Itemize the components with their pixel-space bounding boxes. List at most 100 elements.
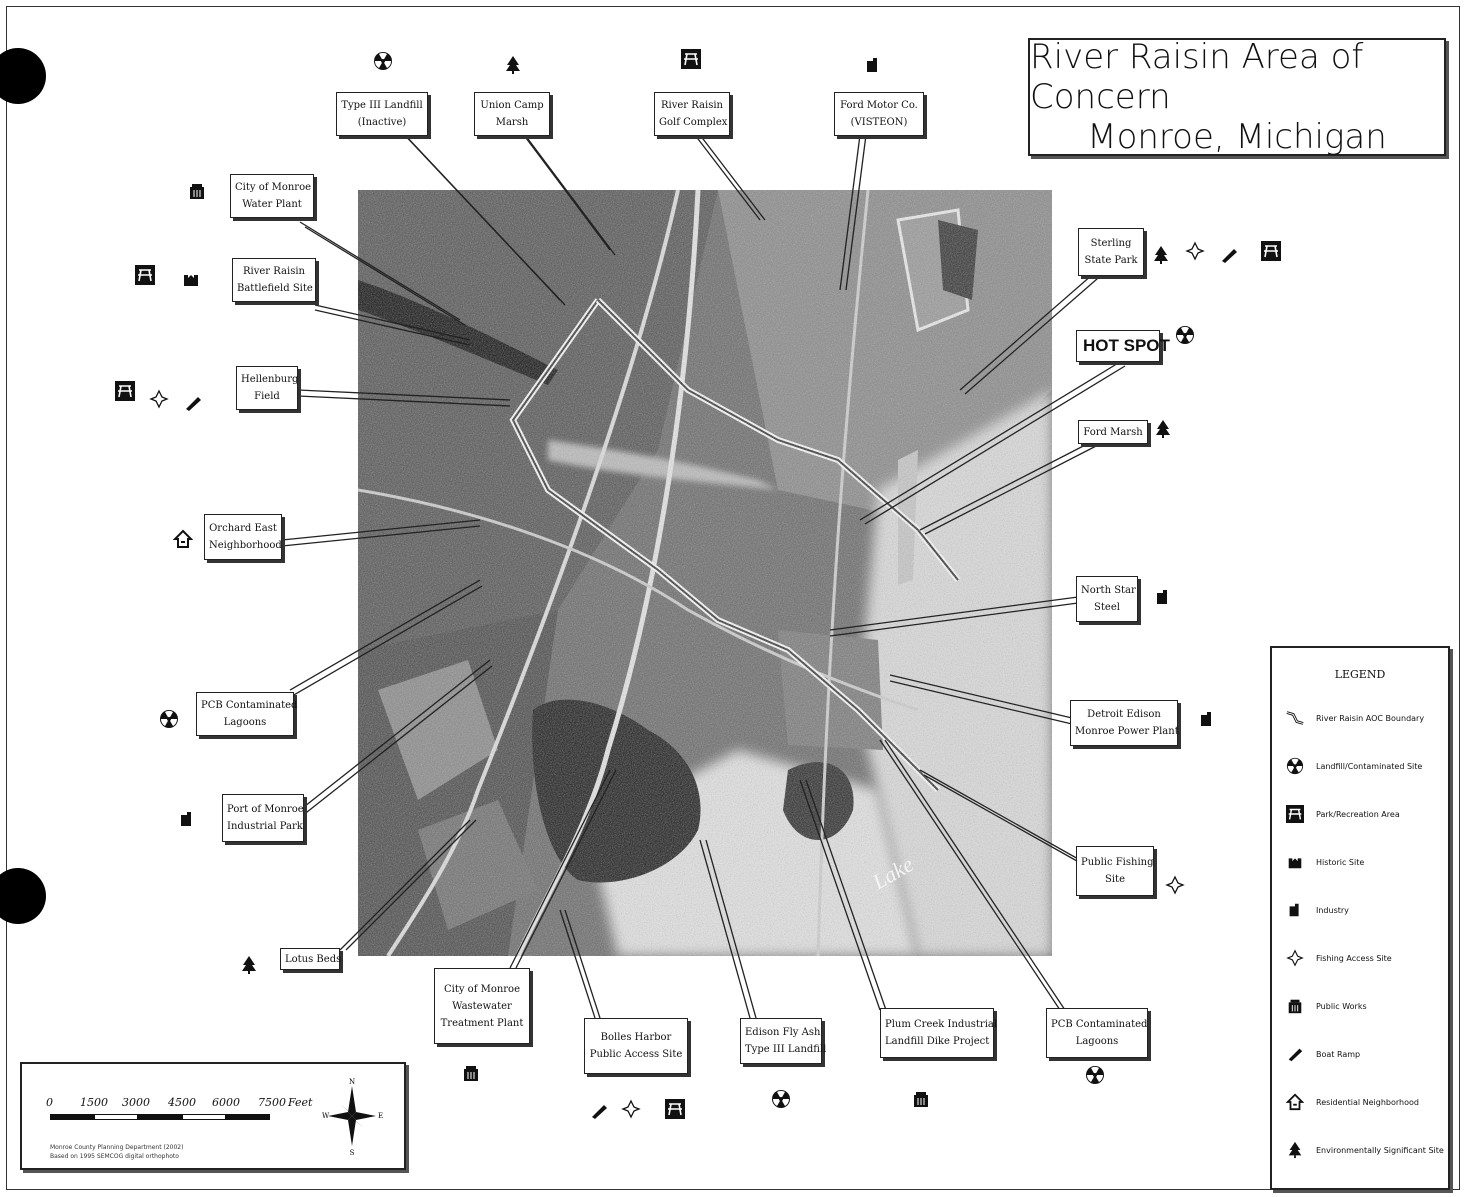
industry-icon	[1152, 586, 1174, 608]
landfill-icon	[1280, 754, 1310, 778]
legend-item-landfill: Landfill/Contaminated Site	[1280, 751, 1444, 781]
park-icon	[664, 1098, 686, 1120]
industry-icon	[1196, 708, 1218, 730]
tree-icon	[502, 54, 524, 76]
title-line-1: River Raisin Area of Concern	[1030, 37, 1364, 117]
scale-segment	[138, 1114, 182, 1120]
map-credit-1: Monroe County Planning Department (2002)	[50, 1144, 184, 1151]
aerial-photo: Lake	[358, 190, 1052, 956]
legend-item-residential: Residential Neighborhood	[1280, 1087, 1444, 1117]
scale-unit: Feet	[288, 1096, 313, 1109]
boat-ramp-icon	[588, 1100, 610, 1122]
park-icon	[680, 48, 702, 70]
landfill-icon	[1174, 324, 1196, 346]
industry-icon	[176, 808, 198, 830]
residential-icon	[1280, 1090, 1310, 1114]
scale-segment	[226, 1114, 270, 1120]
scale-tick: 3000	[122, 1096, 150, 1109]
scale-segment	[182, 1114, 226, 1120]
map-title-box: River Raisin Area of Concern Monroe, Mic…	[1028, 37, 1446, 157]
legend-title: LEGEND	[1334, 668, 1386, 681]
landfill-icon	[158, 708, 180, 730]
scale-segment	[50, 1114, 94, 1120]
legend-item-fishing: Fishing Access Site	[1280, 943, 1444, 973]
legend: LEGEND River Raisin AOC Boundary Landfil…	[1270, 646, 1450, 1190]
public-works-icon	[910, 1088, 932, 1110]
park-icon	[1280, 802, 1310, 826]
scale-tick: 7500	[258, 1096, 286, 1109]
binder-hole-bottom	[0, 868, 46, 924]
fishing-icon	[1280, 946, 1310, 970]
legend-item-public-works: Public Works	[1280, 991, 1444, 1021]
tree-icon	[1280, 1138, 1310, 1162]
binder-hole-top	[0, 48, 46, 104]
map-frame	[6, 6, 1460, 1190]
public-works-icon	[1280, 994, 1310, 1018]
compass-rose-icon: N S W E	[322, 1078, 383, 1156]
legend-item-industry: Industry	[1280, 895, 1444, 925]
scale-tick: 4500	[168, 1096, 196, 1109]
landfill-icon	[770, 1088, 792, 1110]
park-icon	[1260, 240, 1282, 262]
boat-ramp-icon	[182, 392, 204, 414]
legend-item-park: Park/Recreation Area	[1280, 799, 1444, 829]
compass-w: W	[322, 1112, 330, 1120]
boat-ramp-icon	[1280, 1042, 1310, 1066]
scale-tick: 6000	[212, 1096, 240, 1109]
tree-icon	[1150, 244, 1172, 266]
fishing-icon	[148, 388, 170, 410]
map-credit-2: Based on 1995 SEMCOG digital orthophoto	[50, 1153, 179, 1160]
legend-item-boundary: River Raisin AOC Boundary	[1280, 703, 1444, 733]
label-hot-spot: HOT SPOT	[1076, 330, 1170, 362]
public-works-icon	[460, 1062, 482, 1084]
label-lotus-beds: Lotus Beds	[280, 948, 341, 970]
historic-icon	[1280, 850, 1310, 874]
boat-ramp-icon	[1218, 244, 1240, 266]
compass-e: E	[378, 1112, 383, 1120]
park-icon	[114, 380, 136, 402]
label-ford-marsh: Ford Marsh	[1078, 420, 1148, 444]
legend-item-environmental: Environmentally Significant Site	[1280, 1135, 1444, 1165]
tree-icon	[1152, 418, 1174, 440]
scale-tick: 0	[46, 1096, 53, 1109]
label-ford-motor: Ford Motor Co.(VISTEON)	[834, 92, 924, 136]
industry-icon	[862, 54, 884, 76]
public-works-icon	[186, 180, 208, 202]
landfill-icon	[1084, 1064, 1106, 1086]
scale-bar-box: 0 1500 3000 4500 6000 7500 Feet Monroe C…	[20, 1062, 406, 1170]
tree-icon	[238, 954, 260, 976]
industry-icon	[1280, 898, 1310, 922]
fishing-icon	[620, 1098, 642, 1120]
boundary-icon	[1280, 706, 1310, 730]
legend-item-boat-ramp: Boat Ramp	[1280, 1039, 1444, 1069]
compass-s: S	[350, 1149, 355, 1156]
fishing-icon	[1184, 240, 1206, 262]
scale-segment	[94, 1114, 138, 1120]
fishing-icon	[1164, 874, 1186, 896]
label-type-iii-landfill: Type III Landfill(Inactive)	[336, 92, 428, 136]
historic-icon	[180, 268, 202, 290]
scale-tick: 1500	[80, 1096, 108, 1109]
landfill-icon	[372, 50, 394, 72]
residential-icon	[172, 528, 194, 550]
compass-n: N	[349, 1078, 355, 1086]
title-line-2: Monroe, Michigan	[1087, 117, 1387, 157]
park-icon	[134, 264, 156, 286]
